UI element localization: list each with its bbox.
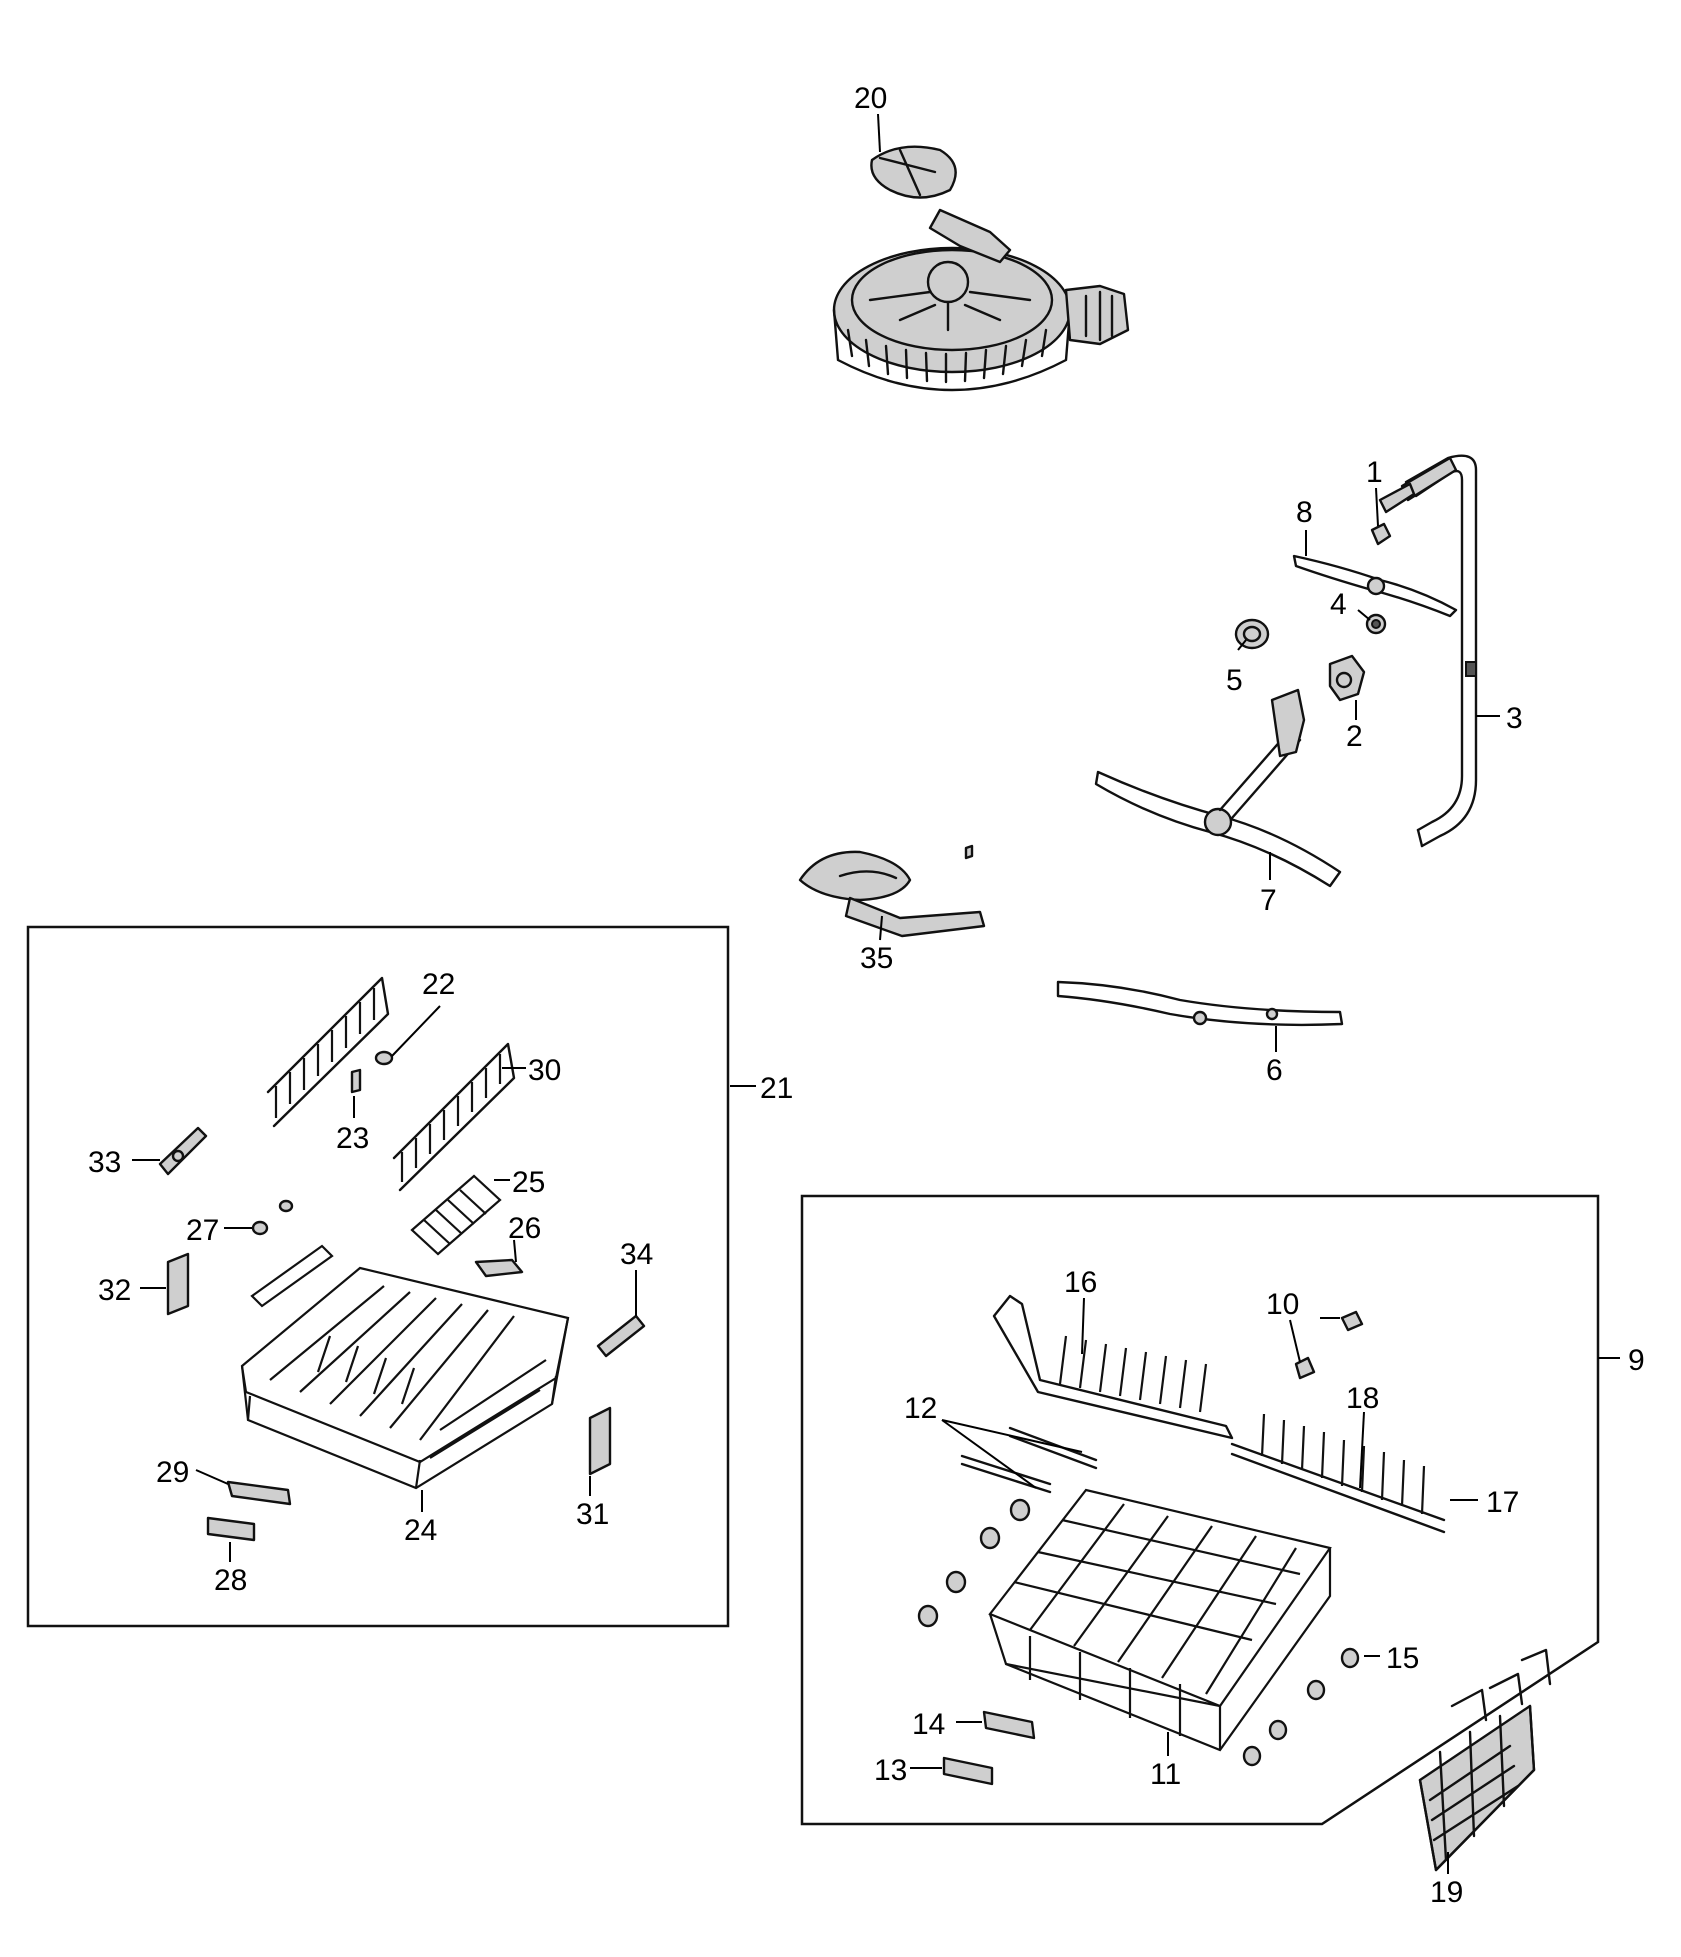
middle-spray-arm — [1094, 688, 1342, 888]
roller-cap-28 — [206, 1516, 256, 1542]
rack-adjuster-34 — [596, 1314, 646, 1358]
pipe-clip — [1370, 522, 1392, 546]
callout-15: 15 — [1386, 1642, 1419, 1675]
roller-cap-13 — [942, 1756, 994, 1786]
callout-19: 19 — [1430, 1876, 1463, 1909]
callout-25: 25 — [512, 1166, 545, 1199]
callout-29: 29 — [156, 1456, 189, 1489]
callout-31: 31 — [576, 1498, 609, 1531]
callout-20: 20 — [854, 82, 887, 115]
callout-4: 4 — [1330, 588, 1347, 621]
callout-1: 1 — [1366, 456, 1383, 489]
upper-rack-basket — [240, 1266, 570, 1490]
roller-14 — [982, 1710, 1036, 1740]
lower-tine-row-16 — [992, 1294, 1234, 1440]
callout-7: 7 — [1260, 884, 1277, 917]
cup-shelf-25 — [410, 1174, 502, 1256]
lower-rack-assembly-frame — [800, 1194, 1600, 1826]
leader-lines — [132, 113, 1620, 1874]
callout-30: 30 — [528, 1054, 561, 1087]
spray-arm-nut — [1365, 613, 1387, 635]
lower-nozzle — [798, 844, 986, 938]
upper-rack-assembly-frame — [26, 925, 730, 1628]
callout-10: 10 — [1266, 1288, 1299, 1321]
upper-tine-row-left — [266, 976, 390, 1128]
roller-29 — [226, 1480, 292, 1506]
rack-adjuster-33 — [158, 1126, 208, 1176]
callout-9: 9 — [1628, 1344, 1645, 1377]
callout-33: 33 — [88, 1146, 121, 1179]
cutlery-basket — [1418, 1648, 1552, 1872]
rack-clip-27 — [251, 1199, 294, 1236]
rail-end-cap-32 — [166, 1252, 190, 1316]
lower-spray-arm — [1056, 980, 1344, 1027]
tine-pin-23 — [350, 1068, 362, 1094]
callout-18: 18 — [1346, 1382, 1379, 1415]
sump-pump-assembly — [832, 145, 1130, 392]
callout-5: 5 — [1226, 664, 1243, 697]
lower-rack-basket — [988, 1488, 1332, 1752]
callout-2: 2 — [1346, 720, 1363, 753]
circulation-pipe — [1378, 454, 1478, 848]
callout-26: 26 — [508, 1212, 541, 1245]
tine-clip-10 — [1294, 1310, 1364, 1380]
callout-21: 21 — [760, 1072, 793, 1105]
tine-clip-22 — [374, 1050, 394, 1066]
callout-34: 34 — [620, 1238, 653, 1271]
lower-rack-wheels-right — [1242, 1647, 1360, 1767]
rail-end-cap-31 — [588, 1406, 612, 1476]
lower-rack-wheels-left — [917, 1498, 1031, 1628]
upper-tine-row-right — [392, 1042, 516, 1192]
callout-17: 17 — [1486, 1486, 1519, 1519]
spray-arm-holder — [1328, 654, 1366, 702]
upper-spray-arm — [1292, 554, 1458, 618]
callout-11: 11 — [1150, 1758, 1181, 1791]
callout-23: 23 — [336, 1122, 369, 1155]
callout-3: 3 — [1506, 702, 1523, 735]
callout-22: 22 — [422, 968, 455, 1001]
spray-arm-hub — [1234, 618, 1270, 650]
flip-tine-strip — [250, 1244, 334, 1308]
callout-12: 12 — [904, 1392, 937, 1425]
callout-13: 13 — [874, 1754, 907, 1787]
callout-14: 14 — [912, 1708, 945, 1741]
callout-28: 28 — [214, 1564, 247, 1597]
callout-6: 6 — [1266, 1054, 1283, 1087]
callout-32: 32 — [98, 1274, 131, 1307]
callout-16: 16 — [1064, 1266, 1097, 1299]
callout-35: 35 — [860, 942, 893, 975]
callout-27: 27 — [186, 1214, 219, 1247]
callout-8: 8 — [1296, 496, 1313, 529]
rack-stop-26 — [474, 1258, 524, 1278]
lower-tine-row-18 — [1230, 1413, 1446, 1534]
callout-24: 24 — [404, 1514, 437, 1547]
callout-labels: 20 1 8 4 5 2 3 7 35 6 22 30 21 23 33 25 … — [88, 82, 1645, 1909]
